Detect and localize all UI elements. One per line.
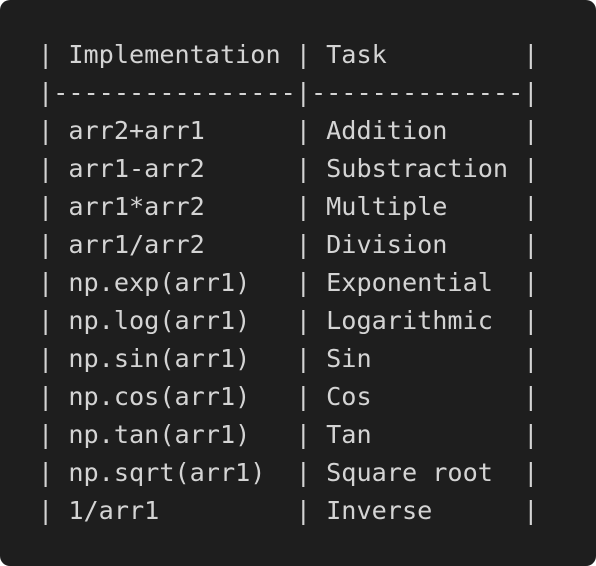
code-line-row: | np.sqrt(arr1) | Square root | xyxy=(38,458,539,487)
code-line-row: | arr2+arr1 | Addition | xyxy=(38,116,539,145)
code-line-row: | np.cos(arr1) | Cos | xyxy=(38,382,539,411)
code-line-header: | Implementation | Task | xyxy=(38,40,539,69)
code-line-row: | arr1/arr2 | Division | xyxy=(38,230,539,259)
markdown-table-code[interactable]: | Implementation | Task | |--------------… xyxy=(38,36,538,530)
code-line-row: | np.log(arr1) | Logarithmic | xyxy=(38,306,539,335)
code-line-row: | np.sin(arr1) | Sin | xyxy=(38,344,539,373)
code-line-row: | np.exp(arr1) | Exponential | xyxy=(38,268,539,297)
code-line-row: | np.tan(arr1) | Tan | xyxy=(38,420,539,449)
code-line-row: | 1/arr1 | Inverse | xyxy=(38,496,539,525)
code-line-row: | arr1-arr2 | Substraction | xyxy=(38,154,539,183)
code-line-row: | arr1*arr2 | Multiple | xyxy=(38,192,539,221)
code-line-separator: |----------------|--------------| xyxy=(38,78,539,107)
